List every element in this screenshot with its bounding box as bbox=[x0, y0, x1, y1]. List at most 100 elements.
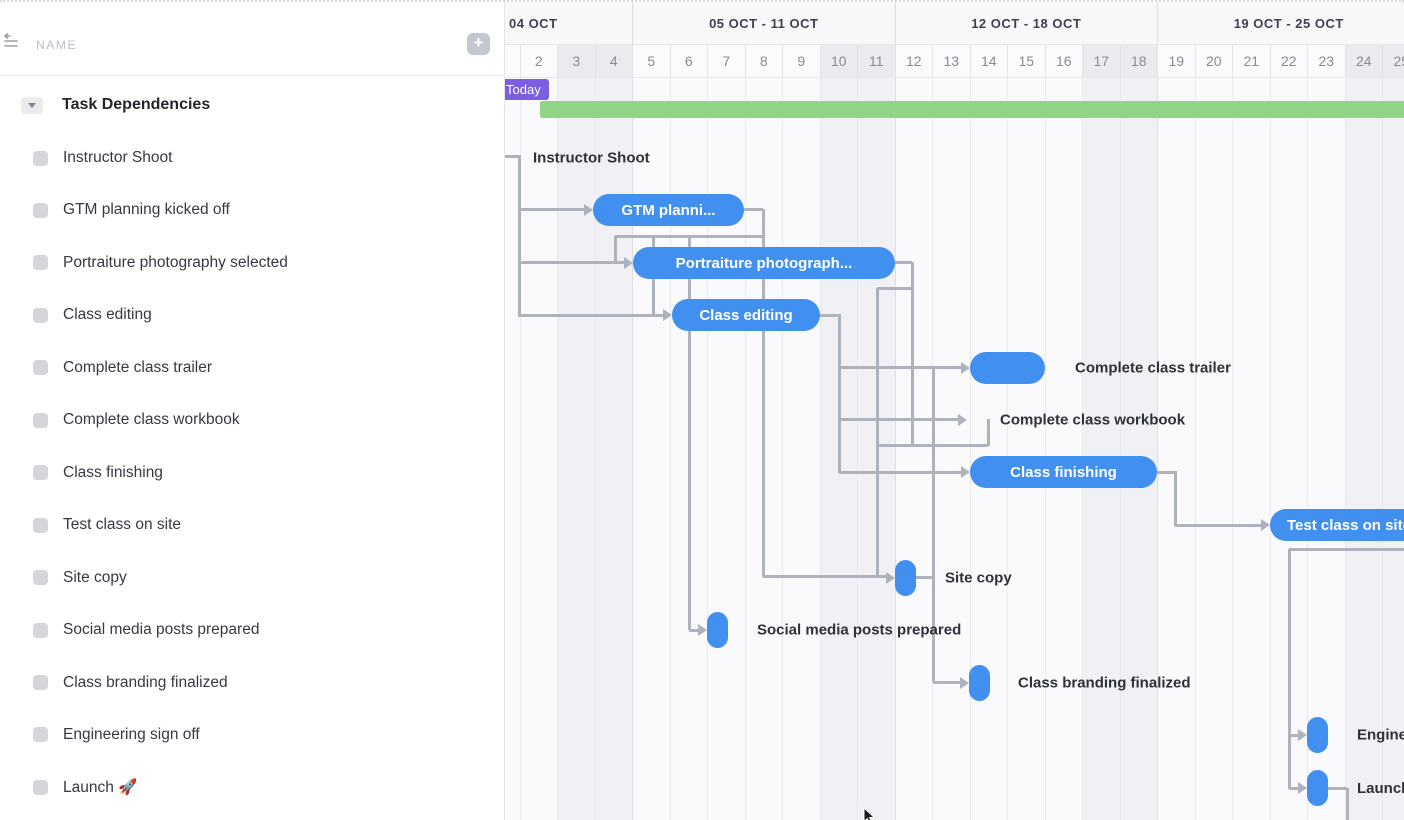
task-row-5[interactable]: Complete class trailer bbox=[0, 342, 504, 394]
grid-line-day bbox=[519, 78, 521, 820]
dependency-line bbox=[744, 208, 763, 211]
task-row-12[interactable]: Engineering sign off bbox=[0, 709, 504, 761]
task-status-checkbox[interactable] bbox=[33, 570, 48, 586]
name-column-header: NAME bbox=[36, 38, 78, 52]
dependency-arrow-icon bbox=[961, 466, 970, 478]
task-status-checkbox[interactable] bbox=[33, 360, 48, 376]
weekend-stripe bbox=[1119, 78, 1157, 820]
task-row-6[interactable]: Complete class workbook bbox=[0, 394, 504, 446]
bar-label-social-media-posts-prepared: Social media posts prepared bbox=[757, 621, 962, 639]
dependency-line bbox=[689, 629, 699, 632]
dependency-line bbox=[1328, 787, 1347, 790]
task-row-4[interactable]: Class editing bbox=[0, 289, 504, 341]
group-summary-bar[interactable] bbox=[540, 101, 1404, 118]
day-header-cell: 20 bbox=[1194, 45, 1233, 77]
day-header-cell: 4 bbox=[594, 45, 632, 77]
bar-label-class-branding-finalized: Class branding finalized bbox=[1018, 674, 1191, 692]
gantt-milestone-social-media-posts-prepared[interactable] bbox=[707, 612, 728, 648]
dependency-line bbox=[987, 419, 990, 446]
task-status-checkbox[interactable] bbox=[33, 150, 48, 166]
week-header-cell: 12 OCT - 18 OCT bbox=[894, 2, 1158, 44]
bar-label-site-copy: Site copy bbox=[945, 569, 1012, 587]
dependency-arrow-icon bbox=[663, 309, 672, 321]
task-status-checkbox[interactable] bbox=[33, 727, 48, 743]
task-row-8[interactable]: Test class on site bbox=[0, 499, 504, 551]
dependency-arrow-icon bbox=[886, 572, 895, 584]
gantt-milestone-launch[interactable] bbox=[1307, 770, 1328, 806]
group-row-task-dependencies[interactable]: Task Dependencies bbox=[0, 90, 504, 120]
dependency-line bbox=[518, 156, 521, 317]
task-row-2[interactable]: GTM planning kicked off bbox=[0, 184, 504, 236]
dependency-line bbox=[877, 287, 912, 290]
weekend-stripe bbox=[1344, 78, 1382, 820]
dependency-arrow-icon bbox=[698, 624, 707, 636]
dependency-line bbox=[839, 471, 962, 474]
grid-line-day bbox=[857, 78, 858, 820]
task-status-checkbox[interactable] bbox=[33, 675, 48, 690]
task-status-checkbox[interactable] bbox=[33, 255, 48, 271]
outdent-list-icon[interactable] bbox=[3, 33, 23, 49]
task-name-label: Complete class workbook bbox=[63, 411, 240, 429]
add-column-button[interactable]: + bbox=[467, 33, 490, 55]
dependency-line bbox=[916, 576, 933, 579]
gantt-milestone-engineering-sign-off[interactable] bbox=[1307, 717, 1328, 753]
day-header-cell: 25 bbox=[1382, 45, 1404, 77]
day-header-cell: 9 bbox=[782, 45, 820, 77]
week-header-cell: 04 OCT bbox=[509, 15, 558, 31]
weekend-stripe bbox=[1082, 78, 1120, 820]
day-header-cell: 6 bbox=[669, 45, 708, 77]
task-status-checkbox[interactable] bbox=[33, 202, 48, 218]
weekend-stripe bbox=[557, 78, 595, 820]
bar-label-complete-class-trailer: Complete class trailer bbox=[1075, 359, 1231, 377]
day-header-cell: 19 bbox=[1157, 45, 1195, 77]
weekend-stripe bbox=[857, 78, 895, 820]
task-row-13[interactable]: Launch 🚀 bbox=[0, 761, 504, 813]
task-row-1[interactable]: Instructor Shoot bbox=[0, 132, 504, 184]
gantt-bar-complete-class-trailer[interactable] bbox=[970, 352, 1045, 384]
gantt-milestone-class-branding-finalized[interactable] bbox=[969, 665, 990, 701]
task-row-11[interactable]: Class branding finalized bbox=[0, 657, 504, 709]
grid-line-day bbox=[1344, 78, 1346, 820]
gantt-bar-class-finishing[interactable]: Class finishing bbox=[970, 456, 1157, 488]
task-row-9[interactable]: Site copy bbox=[0, 552, 504, 604]
task-status-checkbox[interactable] bbox=[33, 465, 48, 481]
grid-line-day bbox=[1194, 78, 1196, 820]
gantt-bar-test-class-on-site[interactable]: Test class on site bbox=[1270, 509, 1404, 541]
grid-line-day bbox=[1382, 78, 1383, 820]
grid-line-day bbox=[782, 78, 783, 820]
gantt-milestone-site-copy[interactable] bbox=[895, 560, 916, 596]
task-name-label: Portraiture photography selected bbox=[63, 253, 288, 271]
day-header-cell: 21 bbox=[1232, 45, 1270, 77]
gantt-bar-gtm-planning[interactable]: GTM planni... bbox=[593, 194, 744, 226]
task-row-10[interactable]: Social media posts prepared bbox=[0, 604, 504, 656]
task-status-checkbox[interactable] bbox=[33, 622, 48, 638]
task-name-label: Instructor Shoot bbox=[63, 149, 173, 166]
task-status-checkbox[interactable] bbox=[33, 307, 48, 323]
task-status-checkbox[interactable] bbox=[33, 412, 48, 428]
day-header-cell: 10 bbox=[819, 45, 857, 77]
dependency-line bbox=[615, 235, 763, 238]
dependency-arrow-icon bbox=[1261, 519, 1270, 531]
task-name-label: Class editing bbox=[63, 306, 152, 324]
task-row-3[interactable]: Portraiture photography selected bbox=[0, 237, 504, 289]
task-name-label: Test class on site bbox=[63, 516, 182, 534]
collapse-group-button[interactable] bbox=[21, 96, 43, 114]
task-name-label: Launch 🚀 bbox=[63, 778, 138, 796]
grid-line-day bbox=[894, 78, 896, 820]
task-status-checkbox[interactable] bbox=[33, 517, 48, 533]
day-header-row: 2345678910111213141516171819202122232425 bbox=[505, 45, 1404, 78]
task-row-7[interactable]: Class finishing bbox=[0, 447, 504, 499]
gantt-bar-class-editing[interactable]: Class editing bbox=[672, 299, 820, 331]
dependency-line bbox=[839, 418, 959, 421]
day-header-cell: 24 bbox=[1344, 45, 1382, 77]
grid-line-day bbox=[969, 78, 971, 820]
task-status-checkbox[interactable] bbox=[33, 779, 48, 795]
bar-label-instructor-shoot: Instructor Shoot bbox=[533, 149, 650, 167]
gantt-bar-portraiture-photography[interactable]: Portraiture photograph... bbox=[633, 247, 895, 279]
grid-line-day bbox=[744, 78, 746, 820]
sidebar-header: NAME + bbox=[0, 2, 504, 76]
dependency-line bbox=[519, 314, 664, 317]
